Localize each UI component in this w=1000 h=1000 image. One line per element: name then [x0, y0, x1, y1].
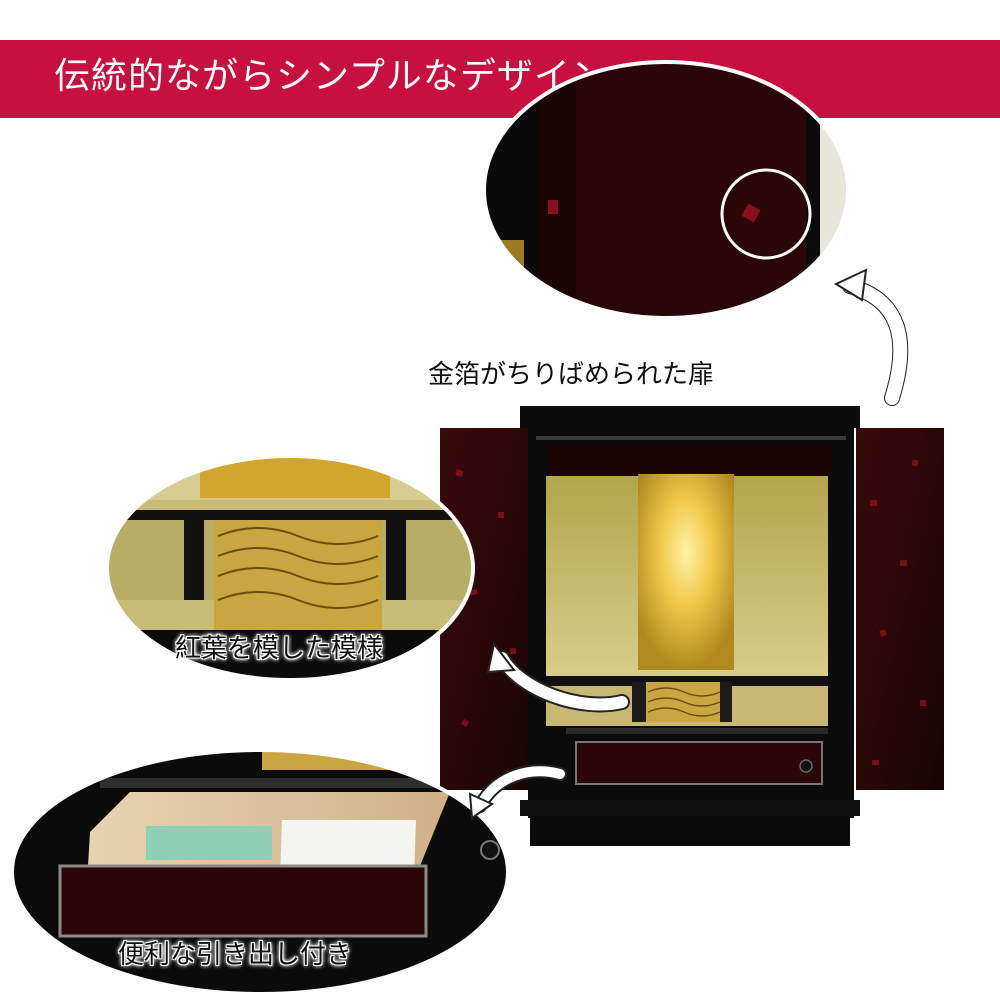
cabinet — [440, 406, 944, 846]
arrow-to-drawer-head — [468, 792, 495, 820]
banner-title: 伝統的ながらシンプルなデザイン — [54, 56, 608, 97]
arrow-to-doors — [842, 278, 909, 406]
caption-doors: 金箔がちりばめられた扉 — [428, 360, 715, 390]
drawer-zoom-bubble — [10, 748, 510, 996]
cabinet-drawer — [575, 741, 823, 785]
lit-center-panel — [638, 474, 734, 670]
arrow-to-doors-head — [833, 268, 868, 302]
header-banner: 伝統的ながらシンプルなデザイン — [0, 40, 1000, 118]
door-zoom-bubble — [482, 60, 850, 320]
caption-drawer: 便利な引き出し付き — [118, 940, 353, 970]
right-door — [856, 428, 944, 790]
arrow-to-pattern-head — [486, 641, 516, 674]
caption-pattern: 紅葉を模した模様 — [175, 634, 384, 664]
drawer-knob — [799, 759, 813, 773]
arrow-to-drawer — [473, 764, 567, 813]
